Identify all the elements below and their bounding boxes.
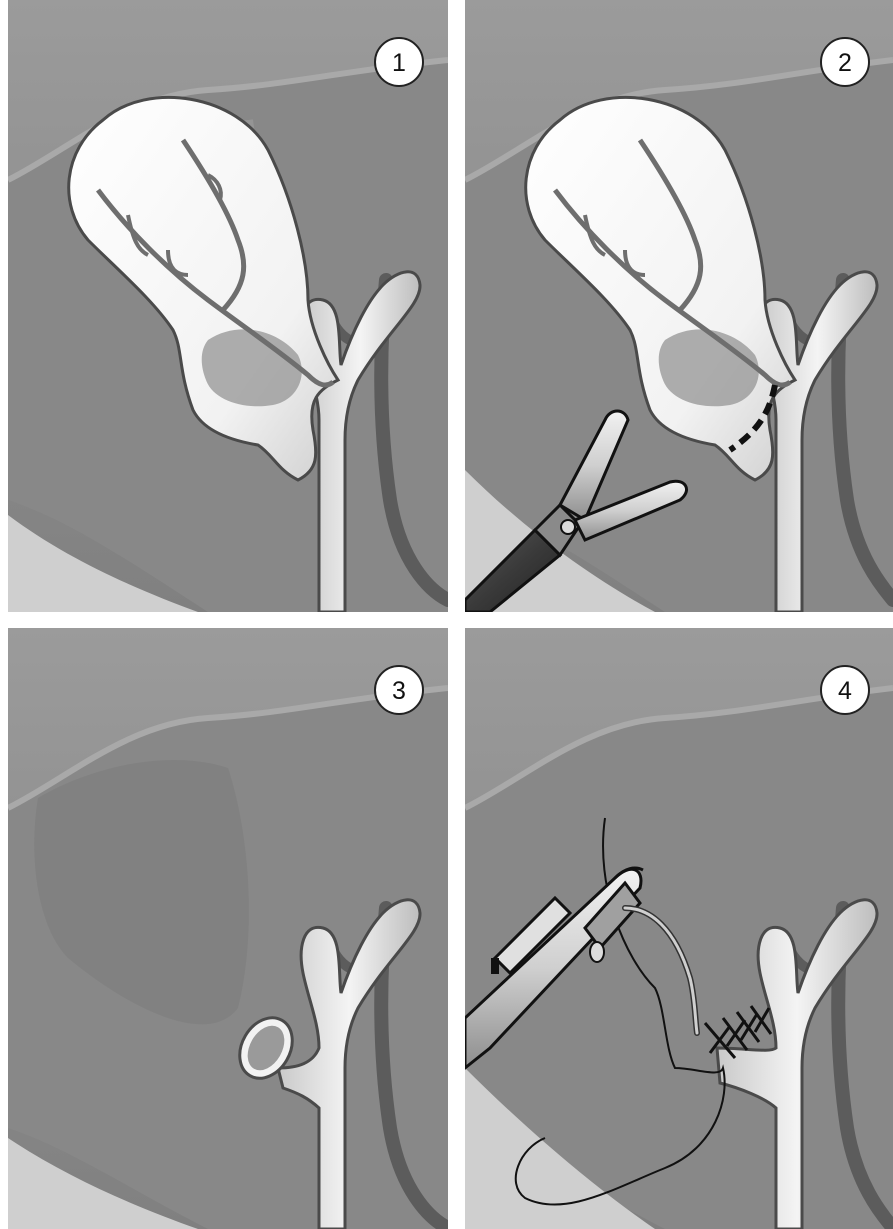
panel-2: 2 xyxy=(465,0,893,612)
step-number-badge: 4 xyxy=(821,666,869,714)
step-number: 2 xyxy=(838,49,852,77)
panel-3: 3 xyxy=(8,628,448,1229)
panel-4-illustration: 4 xyxy=(465,628,893,1229)
step-number-badge: 1 xyxy=(375,38,423,86)
step-number-badge: 3 xyxy=(375,666,423,714)
panel-3-illustration: 3 xyxy=(8,628,448,1229)
panel-4: 4 xyxy=(465,628,893,1229)
step-number-badge: 2 xyxy=(821,38,869,86)
panel-1: 1 xyxy=(8,0,448,612)
step-number: 3 xyxy=(392,677,406,705)
step-number: 1 xyxy=(392,49,406,77)
panel-1-illustration: 1 xyxy=(8,0,448,612)
panel-2-illustration: 2 xyxy=(465,0,893,612)
step-number: 4 xyxy=(838,677,852,705)
